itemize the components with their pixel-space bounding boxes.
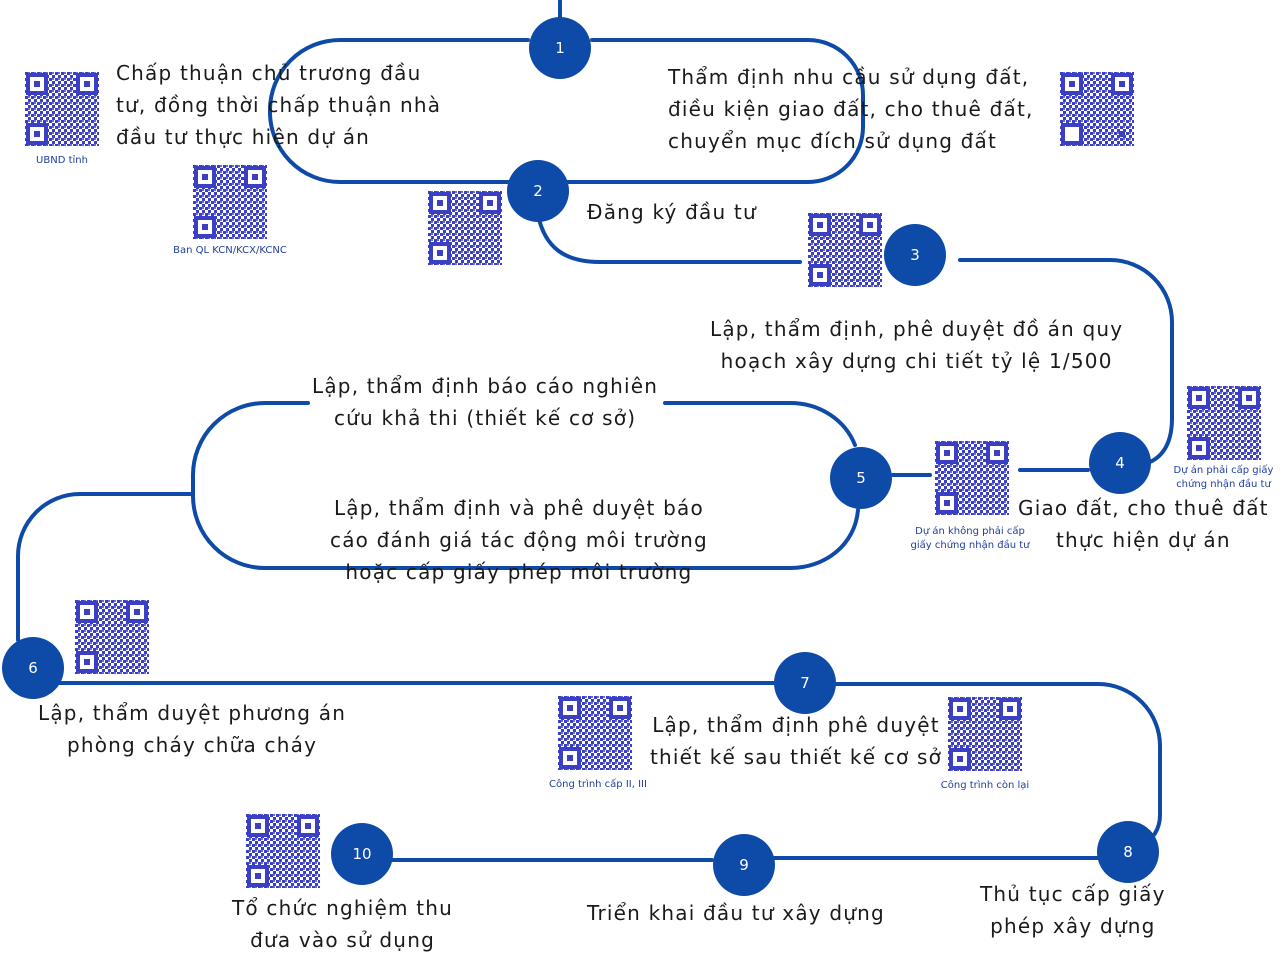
qr-code-icon [75,600,149,674]
qr-code-icon [948,697,1022,771]
step-4-circle: 4 [1089,432,1151,494]
step-10-circle: 10 [331,823,393,885]
step-2-text: Đăng ký đầu tư [587,200,757,224]
land-assessment-text: Thẩm định nhu cầu sử dụng đất,điều kiện … [668,65,1034,153]
qr-code-icon [428,191,502,265]
step-2-circle: 2 [507,160,569,222]
flow-line-5-to-6 [16,492,195,642]
step-5-circle: 5 [830,447,892,509]
qr-code-icon [558,696,632,770]
flow-line-6-to-7 [58,681,1162,847]
step-8-circle: 8 [1097,821,1159,883]
qr-code-icon [808,213,882,287]
qr-code-icon [25,72,99,146]
step-9-circle: 9 [713,834,775,896]
flow-line-3-to-4 [958,258,1174,464]
qr-caption-ubnd: UBND tỉnh [36,155,88,166]
flow-line-2-to-3 [536,213,802,264]
step-7-circle: 7 [774,652,836,714]
qr-code-icon [1060,72,1134,146]
qr-caption-other-works: Công trình còn lại [940,780,1030,791]
qr-code-icon [935,441,1009,515]
step-6-circle: 6 [2,637,64,699]
qr-caption-ban-ql: Ban QL KCN/KCX/KCNC [173,245,287,256]
step-3-circle: 3 [884,224,946,286]
qr-code-icon [193,165,267,239]
qr-code-icon [246,814,320,888]
qr-caption-grade-2-3: Công trình cấp II, III [549,779,647,790]
qr-code-icon [1187,386,1261,460]
flow-loop-step-1 [267,38,865,184]
flow-loop-step-5 [191,401,860,570]
flow-line-4-to-5 [891,468,1090,477]
step-9-text: Triển khai đầu tư xây dựng [587,901,885,925]
step-1-circle: 1 [529,17,591,79]
flow-line-8-to-10 [390,856,1100,862]
